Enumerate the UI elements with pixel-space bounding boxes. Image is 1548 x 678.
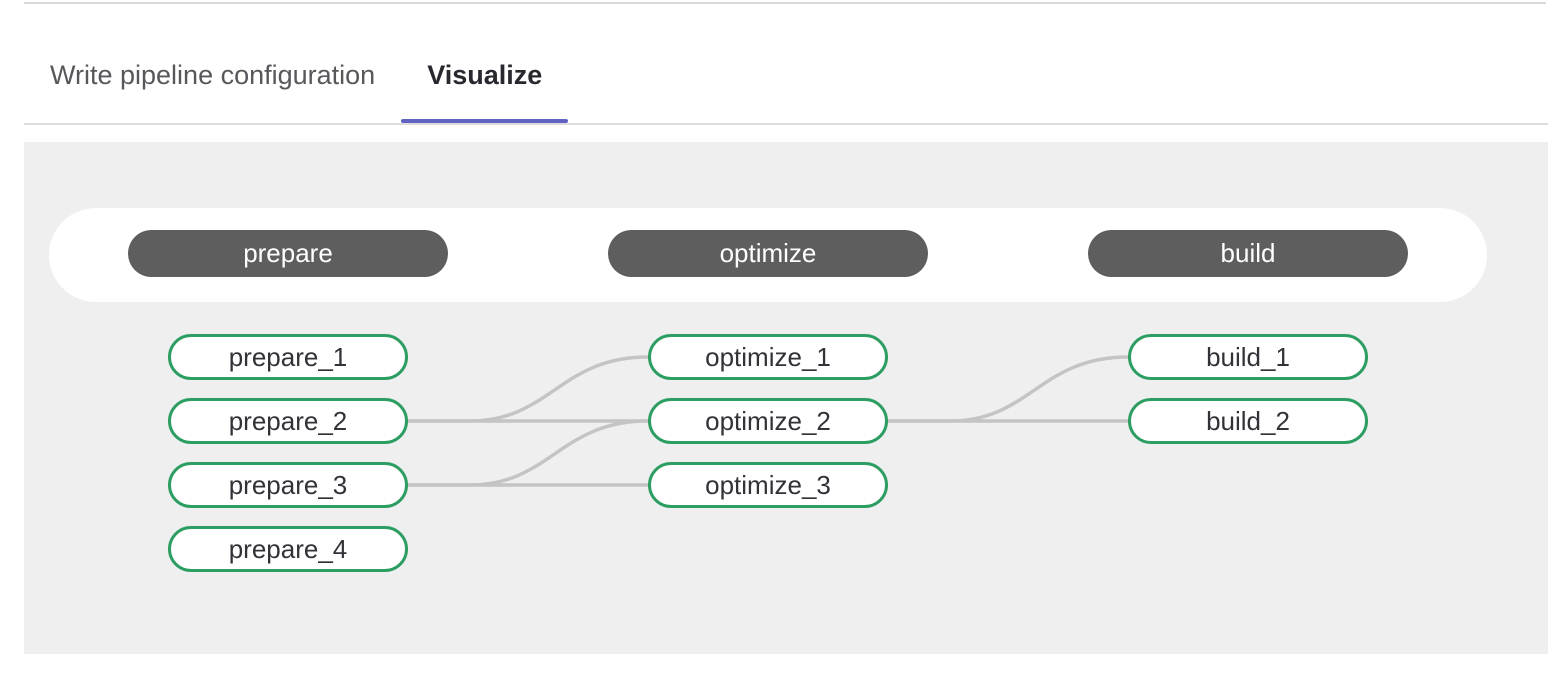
job-pill-prepare_1[interactable]: prepare_1 <box>168 334 408 380</box>
job-pill-optimize_2[interactable]: optimize_2 <box>648 398 888 444</box>
job-pill-prepare_2[interactable]: prepare_2 <box>168 398 408 444</box>
stage-pill-build: build <box>1088 230 1408 277</box>
tab-label: Write pipeline configuration <box>50 60 376 90</box>
pipeline-link-optimize_2-to-build_1 <box>886 355 1130 423</box>
job-pill-prepare_3[interactable]: prepare_3 <box>168 462 408 508</box>
active-tab-underline <box>401 119 569 123</box>
tab-bar-divider <box>24 123 1548 125</box>
job-pill-build_2[interactable]: build_2 <box>1128 398 1368 444</box>
job-pill-optimize_3[interactable]: optimize_3 <box>648 462 888 508</box>
tab-write-pipeline-configuration[interactable]: Write pipeline configuration <box>24 40 401 123</box>
tab-label: Visualize <box>427 60 543 90</box>
pipeline-links-layer <box>406 355 1130 487</box>
pipeline-editor-tabs: Write pipeline configuration Visualize <box>24 40 1548 123</box>
job-pill-prepare_4[interactable]: prepare_4 <box>168 526 408 572</box>
stage-pill-optimize: optimize <box>608 230 928 277</box>
pipeline-link-prepare_3-to-optimize_2 <box>406 419 650 487</box>
pipeline-link-prepare_2-to-optimize_1 <box>406 355 650 423</box>
top-divider <box>24 2 1546 4</box>
tab-visualize[interactable]: Visualize <box>401 40 569 123</box>
job-pill-build_1[interactable]: build_1 <box>1128 334 1368 380</box>
job-pill-optimize_1[interactable]: optimize_1 <box>648 334 888 380</box>
stage-pill-prepare: prepare <box>128 230 448 277</box>
